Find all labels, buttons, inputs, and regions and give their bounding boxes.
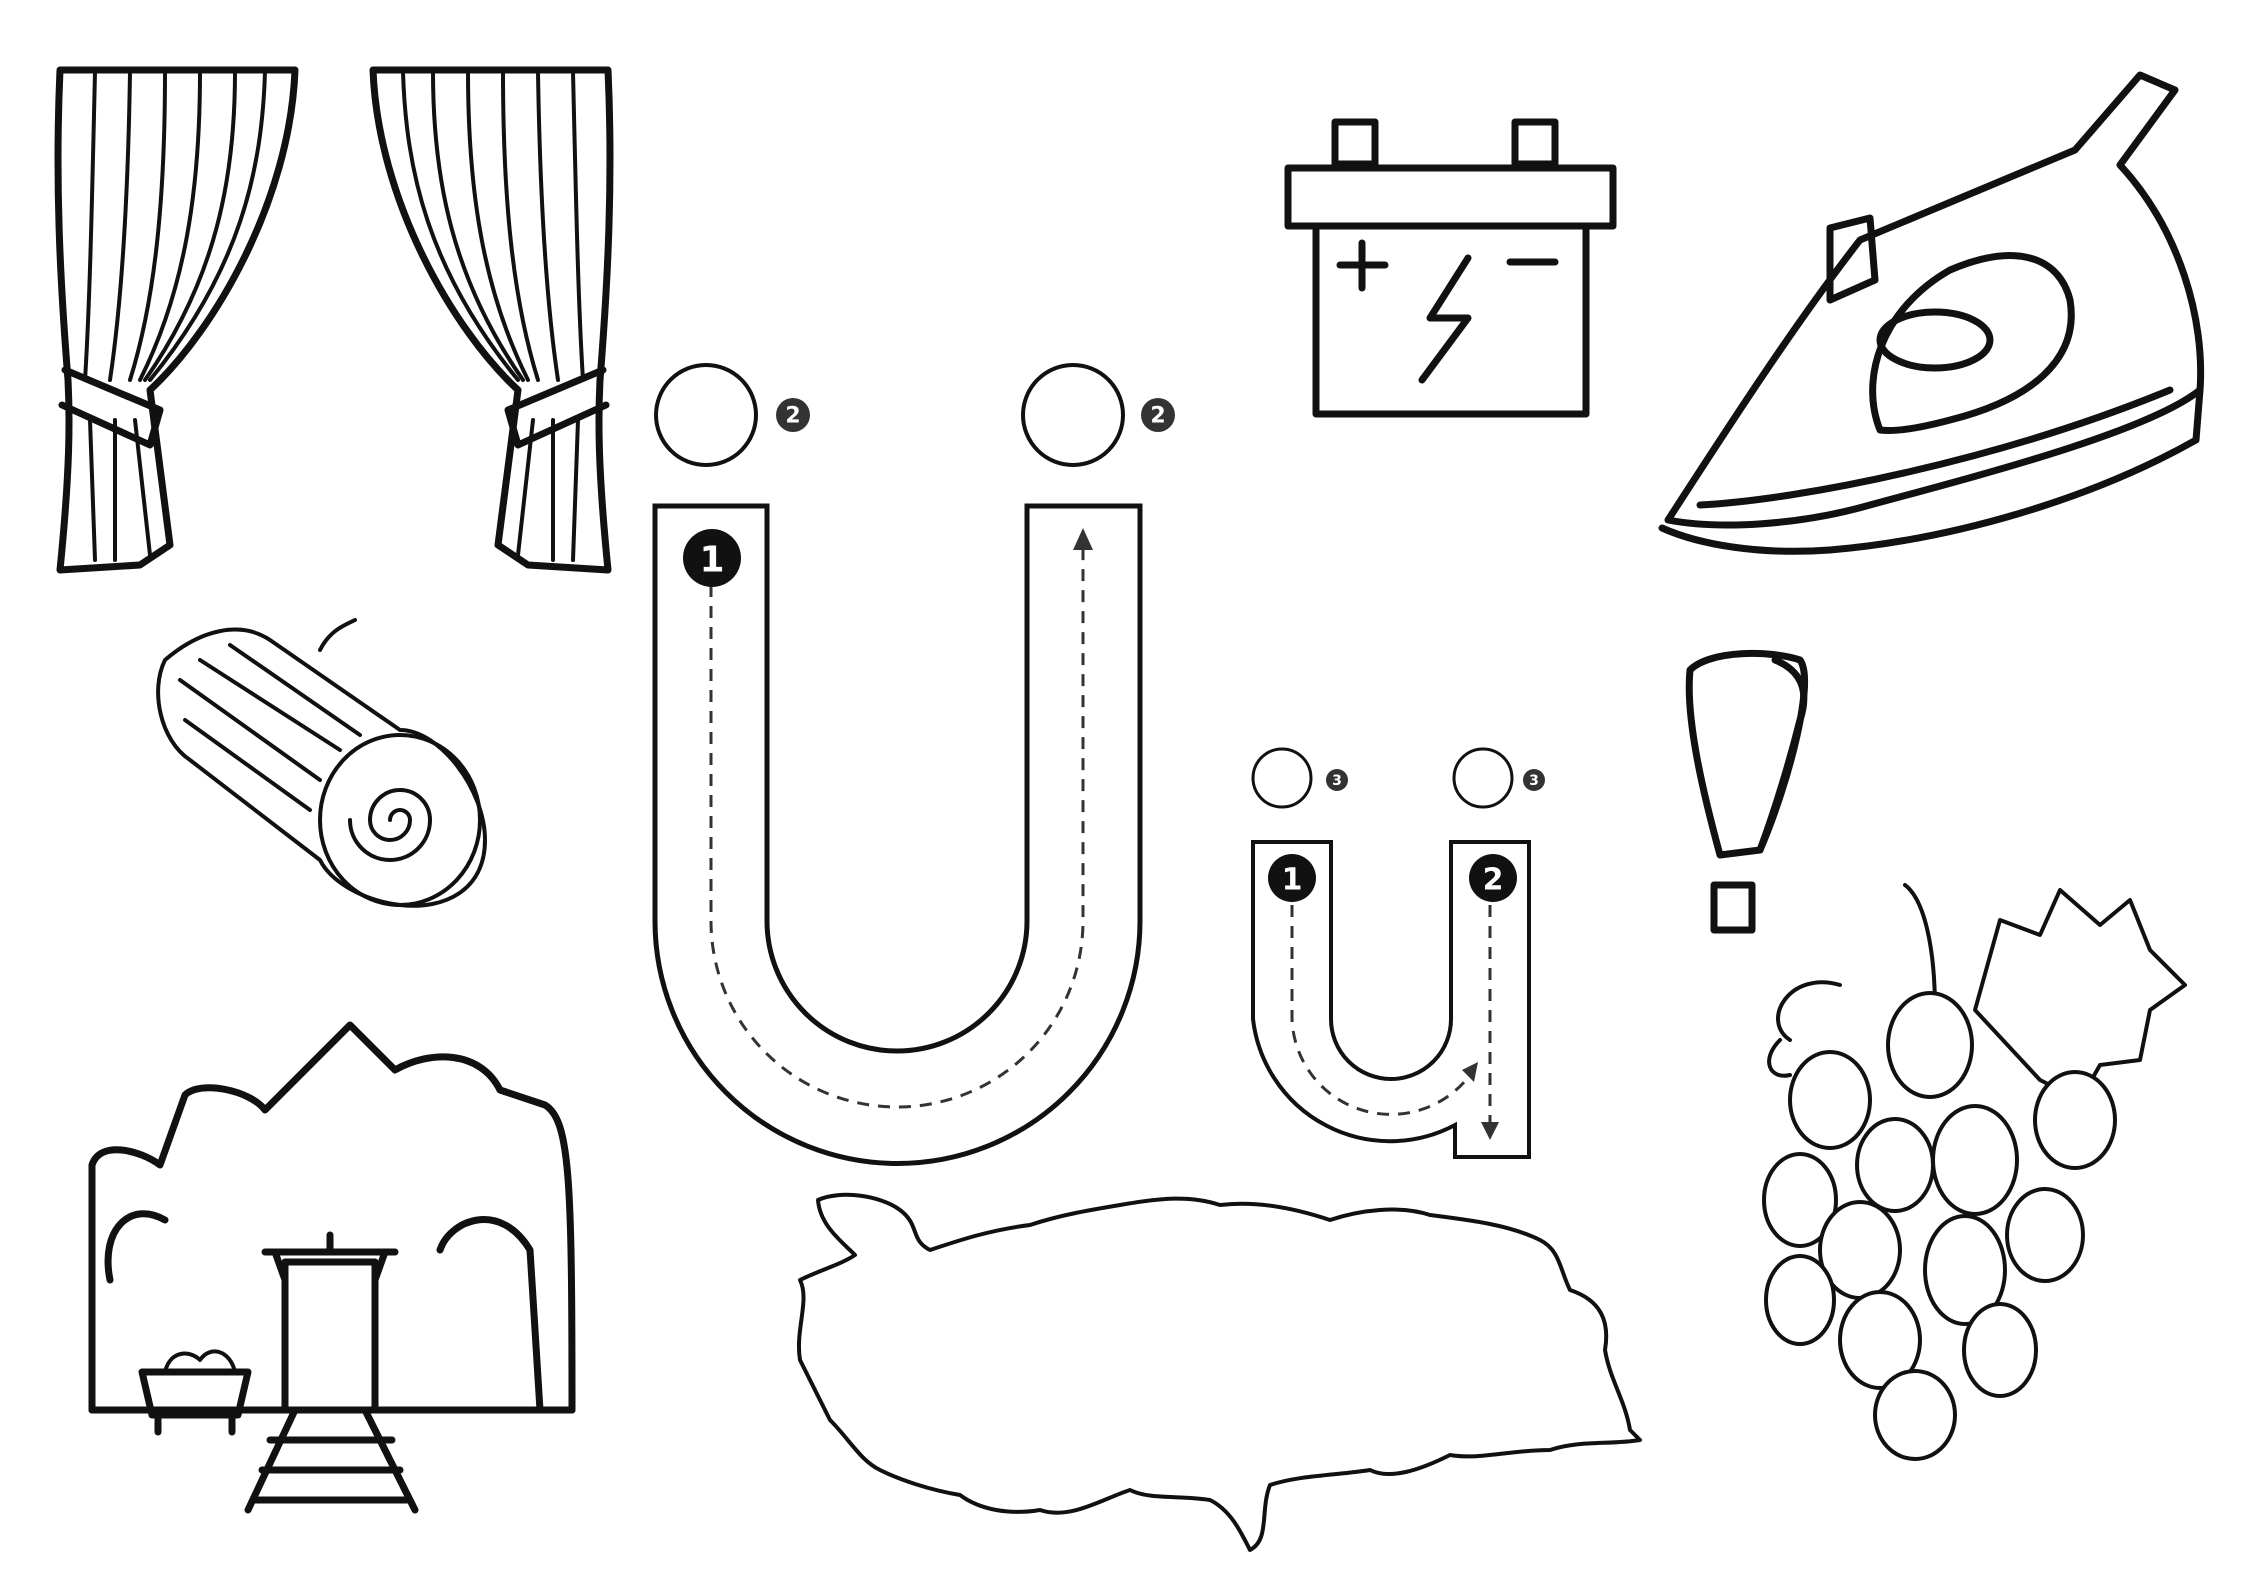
upper-dot-left-circle[interactable]	[654, 363, 758, 467]
log-picture	[156, 618, 487, 908]
lower-dot-badge-left	[1326, 769, 1348, 791]
exclamation-mark-picture	[1685, 650, 1808, 934]
arrow-down-icon	[1481, 1122, 1499, 1140]
grapes-picture	[1762, 883, 2187, 1461]
lower-stroke-badge-1	[1268, 854, 1316, 902]
lower-dot-badge-right-label: 3	[1529, 773, 1539, 789]
lower-dot-left-circle[interactable]	[1251, 747, 1313, 809]
lowercase-u-umlaut-tracing: 3 3 1 2	[1251, 747, 1545, 1159]
lower-stroke-badge-2	[1469, 854, 1517, 902]
right-curtain	[369, 66, 614, 574]
lower-dot-badge-right	[1523, 769, 1545, 791]
uppercase-u-outline[interactable]	[652, 503, 1143, 1166]
lower-stroke-badge-1-label: 1	[1282, 863, 1303, 898]
curtains-picture	[54, 66, 614, 574]
lowercase-u-trace-path-1	[1290, 905, 1472, 1116]
upper-stroke-badge	[683, 529, 741, 587]
lower-stroke-badge-2-label: 2	[1483, 863, 1504, 898]
upper-dot-right-circle[interactable]	[1021, 363, 1125, 467]
battery-picture	[1284, 118, 1617, 418]
turkey-map-picture	[797, 1192, 1642, 1552]
lowercase-u-outline[interactable]	[1251, 840, 1531, 1159]
upper-stroke-badge-label: 1	[699, 540, 724, 581]
upper-dot-badge-right	[1141, 398, 1175, 432]
lower-dot-badge-left-label: 3	[1332, 773, 1342, 789]
lower-dot-right-circle[interactable]	[1452, 747, 1514, 809]
upper-dot-badge-left-label: 2	[785, 404, 800, 429]
mine-picture	[88, 1021, 576, 1514]
iron-picture	[1658, 71, 2205, 555]
upper-dot-badge-left	[776, 398, 810, 432]
arrow-up-icon	[1073, 528, 1093, 550]
left-curtain	[54, 66, 299, 574]
arrow-right-icon	[1462, 1062, 1478, 1082]
uppercase-u-umlaut-tracing: 2 2 1	[652, 363, 1175, 1166]
upper-dot-badge-right-label: 2	[1150, 404, 1165, 429]
